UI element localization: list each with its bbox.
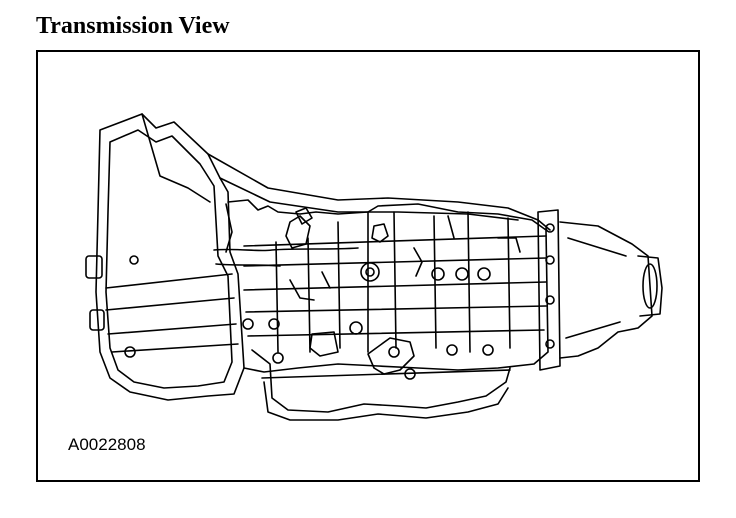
flange-bolt <box>546 256 554 264</box>
case-detail <box>448 216 454 238</box>
case-rib-vertical <box>338 222 340 348</box>
bell-housing-rib <box>106 298 234 310</box>
case-rib-vertical <box>508 218 510 348</box>
case-bolt <box>432 268 444 280</box>
mounting-boss <box>86 256 102 278</box>
shift-lever <box>368 338 414 374</box>
case-detail <box>290 280 314 300</box>
wiring-loom <box>216 264 280 266</box>
flange-bolt <box>546 340 554 348</box>
output-shaft <box>643 264 657 308</box>
sensor-connector-plug <box>296 208 312 224</box>
range-sensor <box>310 332 338 356</box>
main-case <box>228 200 548 372</box>
bell-housing-flange <box>142 114 210 202</box>
rear-flange <box>538 210 560 370</box>
extension-rib <box>568 238 626 256</box>
case-bolt <box>405 369 415 379</box>
case-rib-vertical <box>434 216 436 348</box>
case-boss <box>361 263 379 281</box>
case-bolt <box>269 319 279 329</box>
output-seal <box>638 256 662 316</box>
case-detail <box>414 248 422 276</box>
case-bolt <box>273 353 283 363</box>
case-boss-inner <box>366 268 374 276</box>
extension-rib <box>566 322 620 338</box>
bell-housing-rib <box>112 344 238 352</box>
bell-housing-rib <box>108 324 236 334</box>
figure-id-label: A0022808 <box>68 435 146 454</box>
case-top <box>208 154 550 230</box>
figure-frame: A0022808 <box>36 50 700 482</box>
flange-bolt <box>546 224 554 232</box>
case-rib-vertical <box>308 238 310 352</box>
breather-fitting <box>372 224 388 242</box>
case-detail <box>498 238 520 252</box>
case-rib-vertical <box>276 242 278 352</box>
flange-bolt <box>546 296 554 304</box>
case-bolt <box>483 345 493 355</box>
case-bolt <box>447 345 457 355</box>
bolt-head <box>125 347 135 357</box>
bell-housing-rib <box>106 274 232 288</box>
case-bolt <box>350 322 362 334</box>
valve-body <box>252 350 510 412</box>
bell-housing-rim <box>106 130 232 388</box>
wiring-loom <box>214 248 358 251</box>
case-bolt <box>478 268 490 280</box>
bell-housing <box>96 114 244 400</box>
case-bolt <box>243 319 253 329</box>
mounting-boss <box>90 310 104 330</box>
sensor-connector <box>286 216 310 248</box>
extension-housing <box>560 222 652 358</box>
case-bolt <box>456 268 468 280</box>
transmission-illustration <box>38 52 698 480</box>
case-detail <box>226 204 232 252</box>
page-title: Transmission View <box>36 13 230 39</box>
case-rib-vertical <box>394 212 396 348</box>
case-rib-vertical <box>468 212 470 352</box>
shift-lever-pivot <box>389 347 399 357</box>
oil-pan <box>264 382 508 420</box>
case-detail <box>322 272 330 288</box>
bolt-head <box>130 256 138 264</box>
